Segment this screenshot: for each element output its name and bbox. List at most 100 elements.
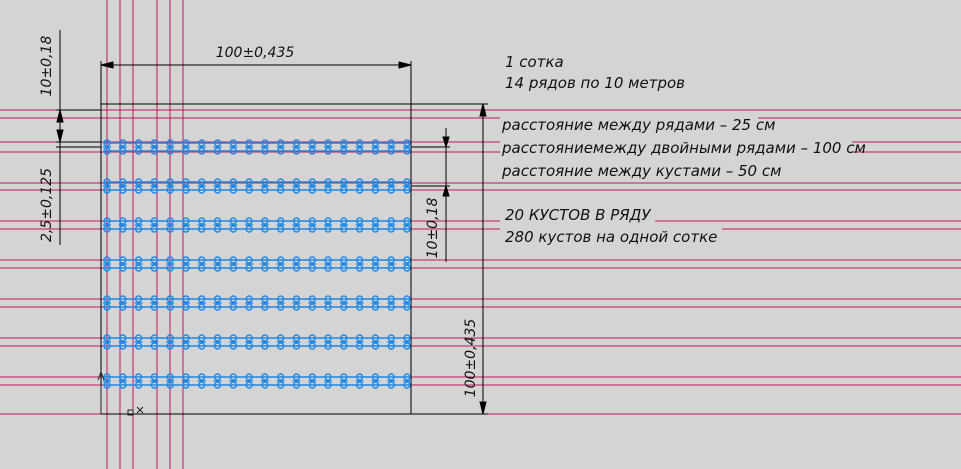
- bush-marker-bottom: [308, 147, 316, 155]
- bush-marker-bottom: [213, 342, 222, 350]
- bush-marker-icon: [260, 373, 269, 389]
- bush-marker-icon: [213, 217, 222, 233]
- dimension-double-row-spacing-right[interactable]: 10±0,18: [425, 198, 441, 259]
- bush-marker-icon: [213, 256, 222, 272]
- bush-marker-top: [276, 256, 285, 264]
- bush-marker-bottom: [150, 264, 159, 272]
- bush-marker-top: [261, 256, 269, 264]
- bush-marker-icon: [324, 373, 333, 389]
- bush-marker-bottom: [103, 264, 111, 272]
- bush-marker-bottom: [261, 225, 269, 233]
- bush-marker-bottom: [340, 186, 348, 194]
- bush-marker-bottom: [229, 147, 238, 155]
- bush-marker-icon: [118, 139, 127, 155]
- bush-marker-icon: [324, 139, 333, 155]
- bush-marker-icon: [387, 139, 396, 155]
- bush-marker-icon: [166, 139, 175, 155]
- note-line-6[interactable]: 20 КУСТОВ В РЯДУ: [505, 206, 651, 224]
- bush-marker-icon: [213, 139, 222, 155]
- bush-marker-icon: [181, 217, 190, 233]
- bush-marker-icon: [229, 373, 238, 389]
- bush-marker-icon: [245, 217, 254, 233]
- bush-marker-top: [355, 373, 364, 381]
- bush-marker-bottom: [403, 303, 411, 311]
- bush-marker-bottom: [213, 186, 222, 194]
- bush-marker-icon: [339, 334, 348, 350]
- bush-marker-top: [182, 295, 190, 303]
- bush-marker-bottom: [182, 381, 190, 389]
- bush-marker-top: [166, 256, 174, 264]
- bush-marker-top: [182, 139, 190, 147]
- bush-marker-icon: [371, 334, 380, 350]
- bush-marker-icon: [213, 295, 222, 311]
- bush-marker-bottom: [261, 147, 269, 155]
- bush-marker-bottom: [182, 342, 190, 350]
- bush-marker-bottom: [324, 186, 332, 194]
- bush-marker-icon: [134, 334, 143, 350]
- note-line-2[interactable]: 14 рядов по 10 метров: [505, 74, 685, 92]
- bush-marker-bottom: [119, 225, 127, 233]
- bush-marker-top: [340, 373, 348, 381]
- bush-marker-icon: [292, 295, 301, 311]
- bush-marker-top: [103, 217, 111, 225]
- bush-marker-icon: [118, 178, 127, 194]
- bush-marker-icon: [308, 334, 317, 350]
- bush-marker-bottom: [324, 342, 332, 350]
- bush-marker-top: [103, 139, 111, 147]
- bush-marker-top: [150, 256, 159, 264]
- bush-marker-bottom: [324, 264, 332, 272]
- bush-marker-icon: [229, 178, 238, 194]
- bush-marker-top: [198, 217, 206, 225]
- bush-marker-top: [261, 373, 269, 381]
- bush-marker-bottom: [292, 264, 301, 272]
- bush-marker-bottom: [387, 342, 395, 350]
- bush-marker-bottom: [308, 381, 316, 389]
- ucs-origin-icon: [97, 370, 144, 416]
- bush-marker-bottom: [324, 225, 332, 233]
- bush-marker-top: [245, 295, 253, 303]
- bush-marker-bottom: [198, 186, 206, 194]
- bush-marker-bottom: [229, 381, 238, 389]
- bush-marker-icon: [371, 178, 380, 194]
- bush-marker-icon: [103, 373, 111, 389]
- bush-marker-top: [134, 178, 143, 186]
- bush-marker-bottom: [340, 381, 348, 389]
- note-line-4[interactable]: расстояниемежду двойными рядами – 100 см: [501, 139, 866, 157]
- bush-marker-bottom: [150, 303, 159, 311]
- bush-marker-bottom: [371, 225, 380, 233]
- bush-marker-top: [340, 139, 348, 147]
- bush-marker-bottom: [119, 381, 127, 389]
- bush-marker-top: [119, 334, 127, 342]
- bush-marker-bottom: [276, 264, 285, 272]
- bush-marker-top: [229, 334, 238, 342]
- bush-marker-icon: [355, 373, 364, 389]
- note-line-5[interactable]: расстояние между кустами – 50 см: [501, 162, 781, 180]
- bush-marker-icon: [355, 334, 364, 350]
- bush-marker-bottom: [198, 225, 206, 233]
- bush-marker-icon: [308, 373, 317, 389]
- bush-marker-icon: [150, 217, 159, 233]
- bush-marker-top: [150, 217, 159, 225]
- note-line-1[interactable]: 1 сотка: [505, 53, 564, 71]
- bush-marker-bottom: [292, 342, 301, 350]
- note-line-7[interactable]: 280 кустов на одной сотке: [505, 228, 717, 246]
- bush-marker-bottom: [403, 225, 411, 233]
- bush-marker-top: [292, 295, 301, 303]
- bush-marker-icon: [260, 217, 269, 233]
- bush-marker-top: [308, 295, 316, 303]
- dimension-bush-spacing-left[interactable]: 2,5±0,125: [39, 168, 55, 242]
- bush-marker-icon: [166, 373, 175, 389]
- bush-marker-bottom: [387, 264, 395, 272]
- note-line-3[interactable]: расстояние между рядами – 25 см: [501, 116, 775, 134]
- bush-marker-bottom: [387, 381, 395, 389]
- dimension-height-right[interactable]: 100±0,435: [463, 319, 479, 398]
- bush-marker-bottom: [166, 342, 174, 350]
- bush-marker-icon: [229, 295, 238, 311]
- note-mask-3: [500, 160, 770, 181]
- dimension-width-top[interactable]: 100±0,435: [216, 45, 295, 61]
- bush-marker-top: [340, 256, 348, 264]
- bush-marker-bottom: [182, 303, 190, 311]
- dimension-row-spacing-left[interactable]: 10±0,18: [39, 36, 55, 97]
- bush-marker-top: [213, 295, 222, 303]
